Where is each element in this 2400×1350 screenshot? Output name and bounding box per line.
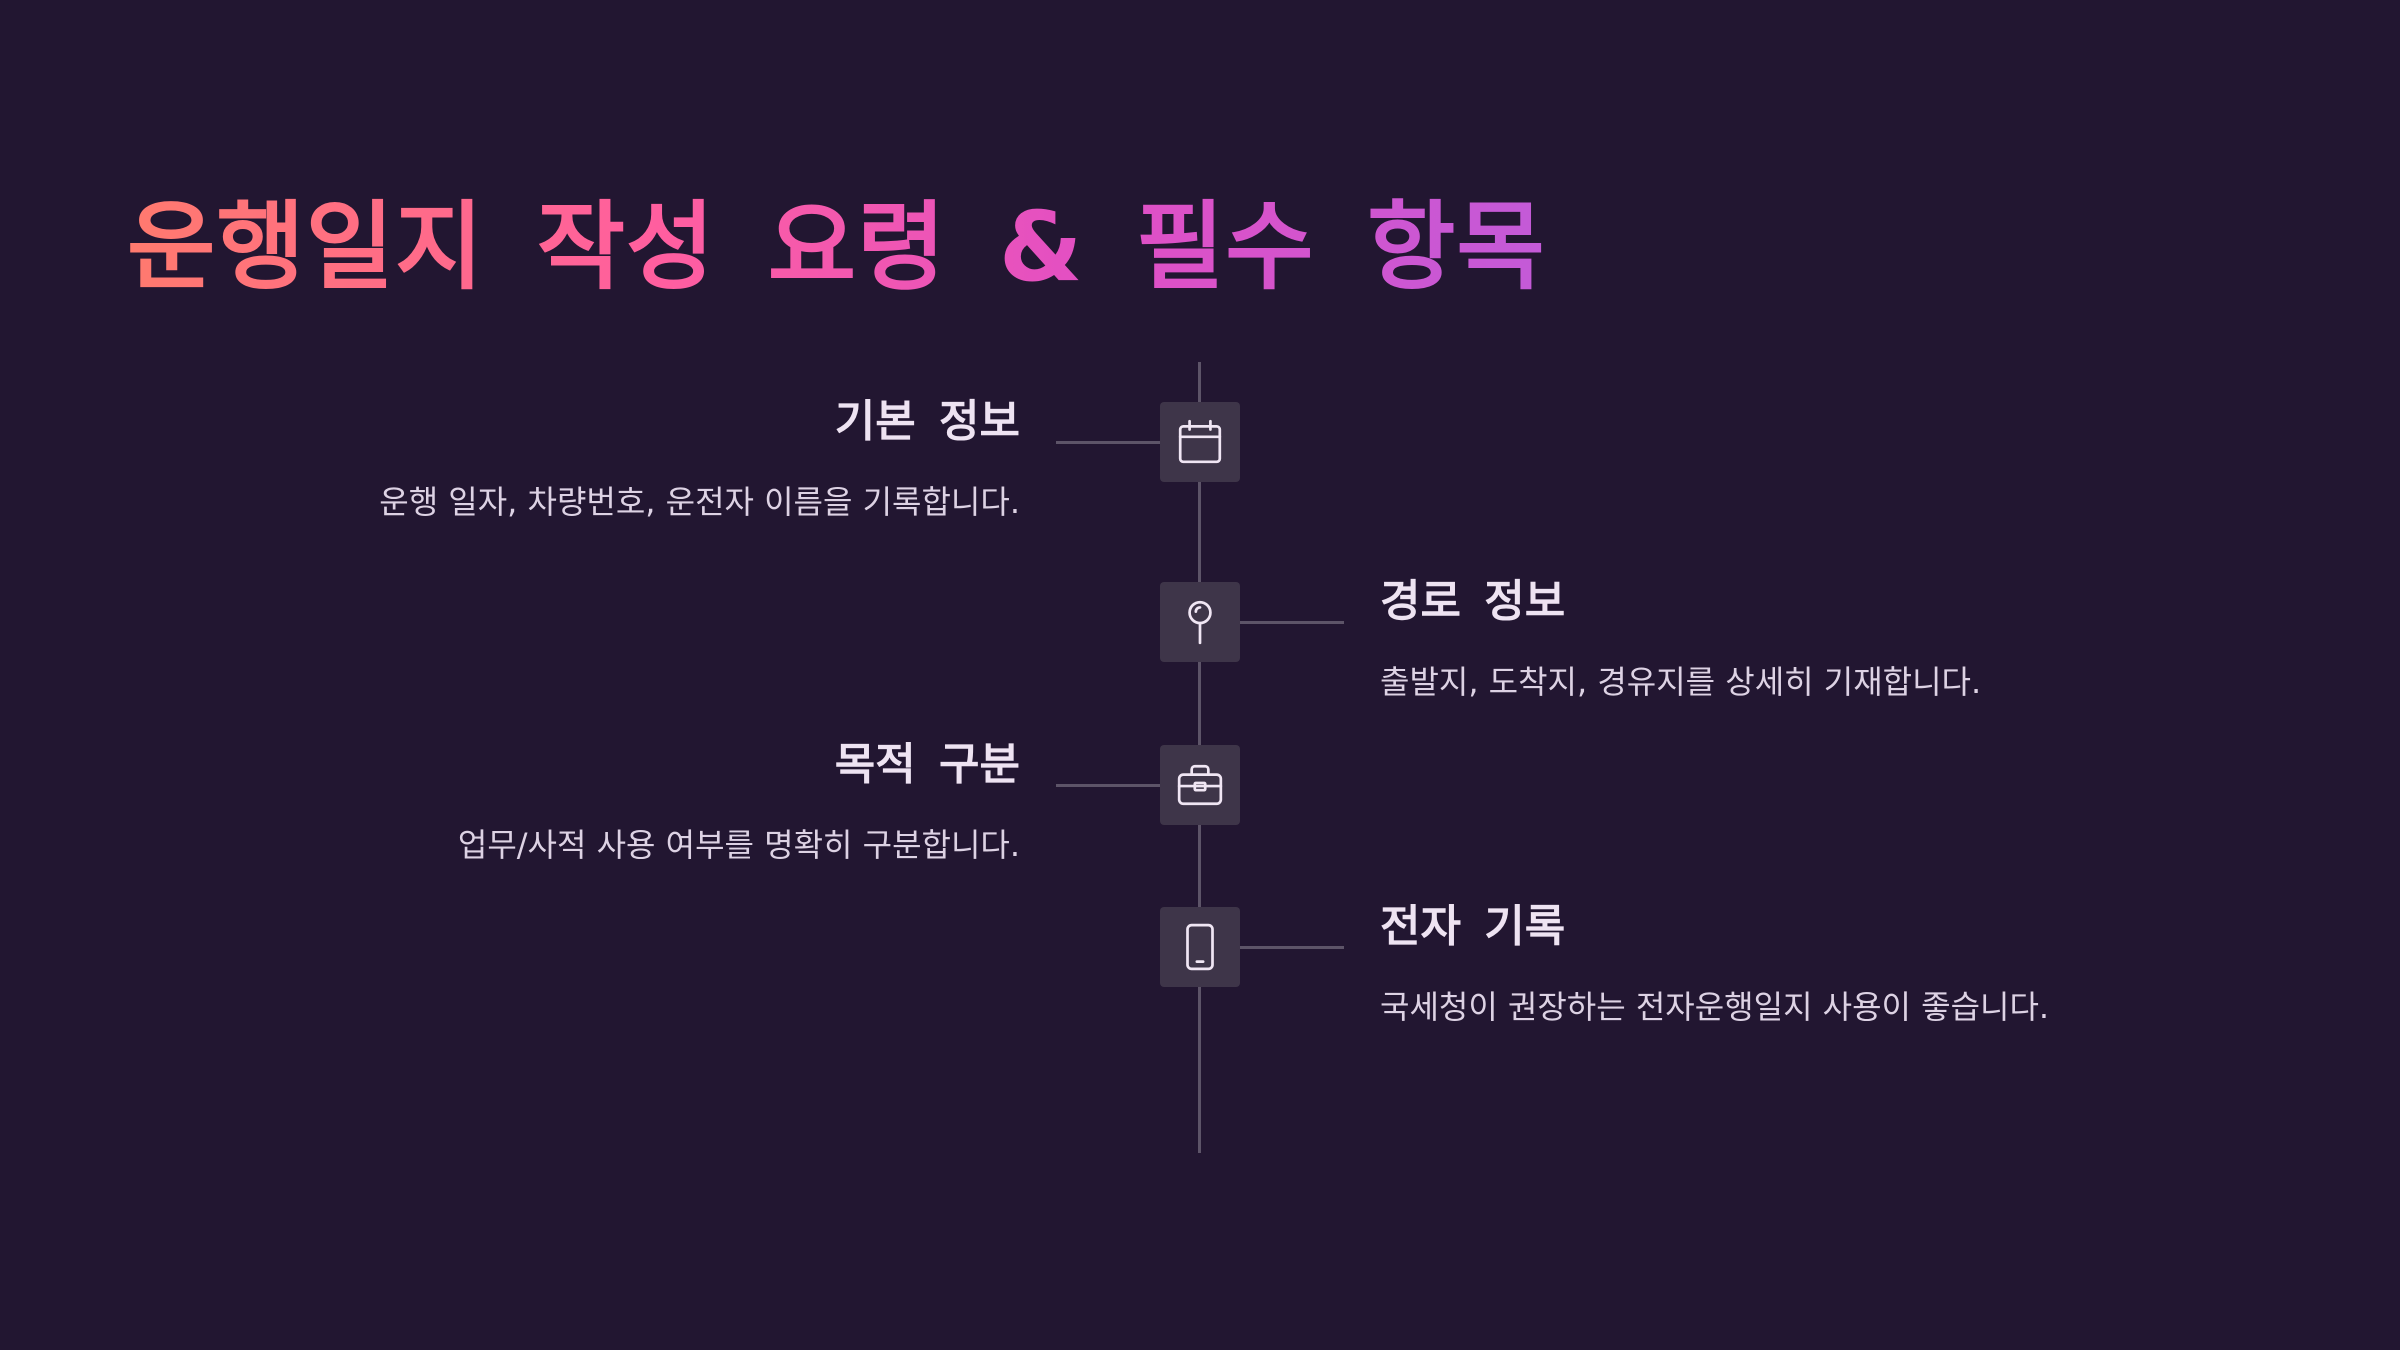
item-title: 기본 정보 (834, 396, 1020, 447)
item-description: 운행 일자, 차량번호, 운전자 이름을 기록합니다. (379, 483, 1020, 521)
timeline-connector (1240, 946, 1344, 949)
item-title: 목적 구분 (834, 739, 1020, 790)
timeline-node (1160, 907, 1240, 987)
timeline-connector (1056, 784, 1160, 787)
timeline-node (1160, 582, 1240, 662)
timeline-node (1160, 745, 1240, 825)
timeline-connector (1240, 621, 1344, 624)
item-description: 업무/사적 사용 여부를 명확히 구분합니다. (457, 826, 1020, 864)
timeline-node (1160, 402, 1240, 482)
calendar-icon (1178, 419, 1222, 464)
item-description: 출발지, 도착지, 경유지를 상세히 기재합니다. (1380, 663, 1982, 701)
item-title: 전자 기록 (1380, 901, 1566, 952)
timeline-connector (1056, 441, 1160, 444)
item-description: 국세청이 권장하는 전자운행일지 사용이 좋습니다. (1380, 988, 2050, 1026)
smartphone-icon (1186, 923, 1214, 971)
briefcase-icon (1177, 764, 1223, 806)
map-pin-icon (1188, 600, 1212, 645)
slide-title: 운행일지 작성 요령 & 필수 항목 (127, 182, 1546, 312)
item-title: 경로 정보 (1380, 576, 1566, 627)
